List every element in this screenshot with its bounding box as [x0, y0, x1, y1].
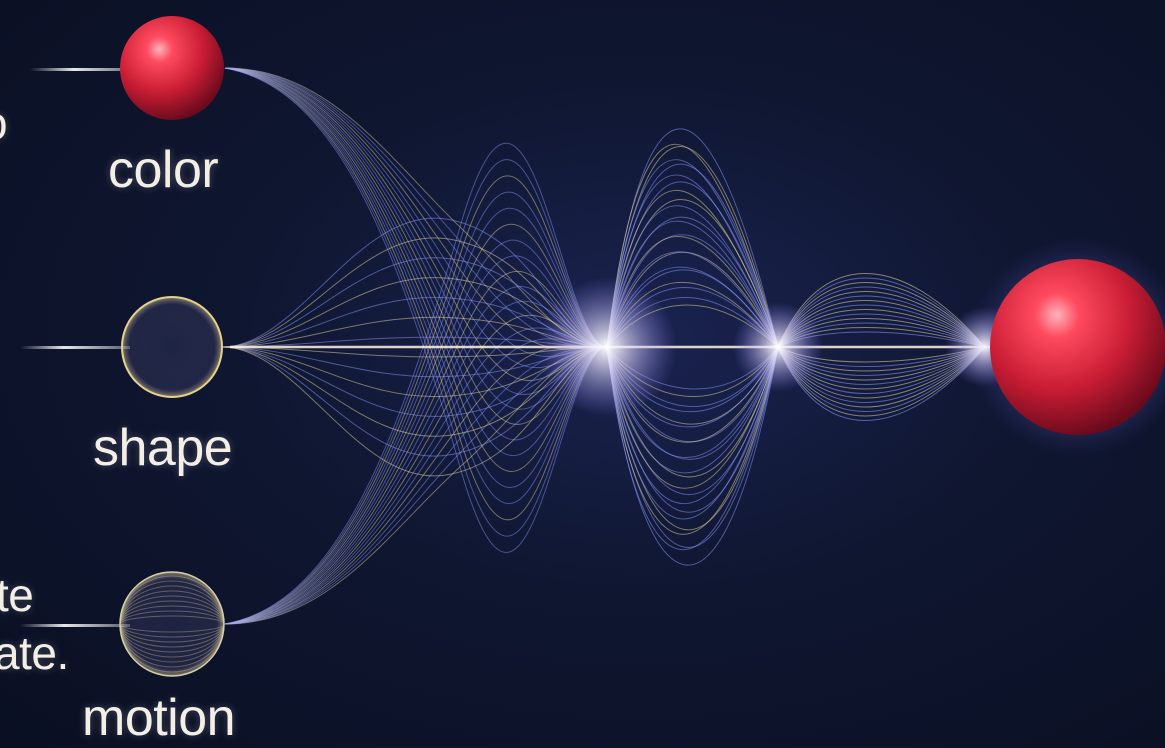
output-sphere	[990, 259, 1165, 435]
wave-strand	[224, 67, 608, 472]
wave-strand	[606, 346, 779, 531]
motion-texture-line	[119, 595, 225, 653]
motion-sphere	[119, 571, 225, 677]
wave-strand	[606, 181, 779, 348]
input-beam-shape	[20, 346, 130, 349]
shape-sphere	[121, 296, 223, 398]
wave-strand	[224, 67, 608, 553]
color-sphere	[120, 16, 224, 120]
cropped-text-fragment: te	[0, 569, 34, 621]
input-beam-motion	[20, 624, 130, 627]
wave-strand	[606, 190, 779, 348]
motion-label: motion	[82, 689, 236, 747]
wave-strand	[224, 345, 608, 625]
cropped-text-fragment: ate.	[0, 627, 69, 679]
wave-strand	[224, 207, 608, 625]
motion-texture-line	[119, 610, 225, 638]
wave-strand	[606, 346, 779, 551]
wave-strand	[224, 224, 608, 625]
motion-texture-line	[119, 590, 225, 658]
wave-strand	[224, 159, 608, 625]
wave-strand	[606, 159, 779, 348]
wave-strand	[224, 191, 608, 625]
motion-texture-line	[119, 605, 225, 643]
wave-strand	[606, 346, 779, 520]
wave-strand	[224, 67, 608, 537]
wave-strand	[606, 346, 779, 535]
wave-strand	[606, 346, 779, 513]
wave-strand	[606, 174, 779, 348]
motion-texture-line	[119, 575, 225, 673]
wave-strand	[606, 144, 779, 348]
motion-texture-line	[119, 615, 225, 633]
color-label: color	[108, 141, 219, 199]
wave-strand	[606, 163, 779, 348]
convergence-glow-1	[537, 277, 677, 417]
input-beam-color	[30, 68, 140, 71]
cropped-text-fragment: o	[0, 96, 8, 150]
motion-texture-line	[119, 600, 225, 648]
motion-texture-line	[119, 585, 225, 663]
motion-texture-line	[119, 580, 225, 668]
shape-label: shape	[93, 419, 233, 477]
wave-strand	[224, 143, 608, 625]
convergence-glow-2	[733, 302, 823, 392]
wave-strand	[224, 67, 608, 488]
wave-strand	[606, 346, 779, 504]
wave-strand	[224, 67, 608, 504]
